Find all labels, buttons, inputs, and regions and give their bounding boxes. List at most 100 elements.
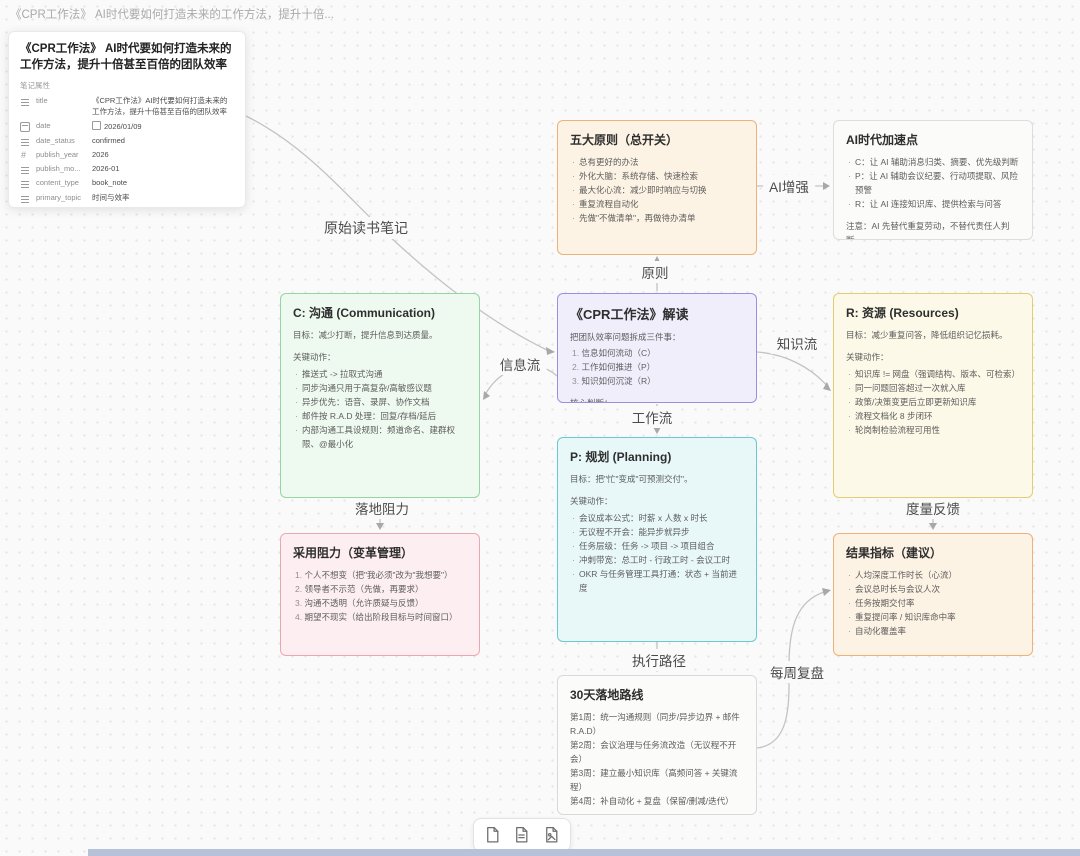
card-note: 注意：AI 先替代重复劳动，不替代责任人判断。 <box>846 221 1010 239</box>
list-item: 同一问题回答超过一次就入库 <box>846 381 1020 395</box>
list-item: 无议程不开会：能异步就异步 <box>570 525 744 539</box>
spacer <box>570 808 744 814</box>
list-item: 个人不想变（把"我必须"改为"我想要"） <box>304 570 453 580</box>
property-row-publish-month[interactable]: publish_mo... 2026-01 <box>20 163 234 177</box>
numbered-list: 个人不想变（把"我必须"改为"我想要"）领导者不示范（先做，再要求）沟通不透明（… <box>293 568 467 624</box>
property-row-primary-topic[interactable]: primary_topic 时间与效率 <box>20 191 234 205</box>
new-page-icon[interactable] <box>480 822 506 848</box>
calendar-icon <box>20 121 30 132</box>
list-item: 邮件按 R.A.D 处理：回复/存档/延后 <box>293 409 467 423</box>
list-item: 最大化心流：减少即时响应与切换 <box>570 183 744 197</box>
list-item: 先做"不做清单"，再做待办清单 <box>570 211 744 225</box>
list-item: 轮岗制检验流程可用性 <box>846 423 1020 437</box>
edge-label-work-flow: 工作流 <box>625 406 679 428</box>
actions-label: 关键动作： <box>846 352 889 363</box>
list-item: 异步优先：语音、录屏、协作文档 <box>293 395 467 409</box>
list-item: 自动化覆盖率 <box>846 624 1020 638</box>
list-item: 人均深度工作时长（心流） <box>846 568 1020 582</box>
card-adoption-resistance[interactable]: 采用阻力（变革管理） 个人不想变（把"我必须"改为"我想要"）领导者不示范（先做… <box>280 533 480 656</box>
actions-label: 关键动作： <box>293 352 336 363</box>
list-item: 任务按期交付率 <box>846 596 1020 610</box>
property-row-content-type[interactable]: content_type book_note <box>20 177 234 191</box>
card-five-principles[interactable]: 五大原则（总开关） 总有更好的办法外化大脑：系统存储、快速检索最大化心流：减少即… <box>557 120 757 255</box>
note-page-icon[interactable] <box>509 822 535 848</box>
text-lines-icon <box>20 165 30 175</box>
image-page-icon[interactable] <box>538 822 564 848</box>
card-title: 五大原则（总开关） <box>570 133 679 147</box>
list-item: P：让 AI 辅助会议纪要、行动项提取、风险预警 <box>846 169 1020 197</box>
property-row-topics[interactable]: topics 职场与事业 × 沟通与人际 × 思维与认知 × <box>20 205 234 208</box>
list-item: 总有更好的办法 <box>570 155 744 169</box>
list-item: 第3周：建立最小知识库（高频问答 + 关键流程） <box>570 768 738 793</box>
card-title: AI时代加速点 <box>846 133 919 147</box>
bullet-list: 人均深度工作时长（心流）会议总时长与会议人次任务按期交付率重复提问率 / 知识库… <box>846 568 1020 638</box>
list-item: 第4周：补自动化 + 复盘（保留/删减/迭代） <box>570 796 734 807</box>
card-goal: 目标：减少重复问答，降低组织记忆损耗。 <box>846 330 1008 340</box>
horizontal-scrollbar[interactable] <box>88 849 1080 856</box>
card-interpretation[interactable]: 《CPR工作法》解读 把团队效率问题拆成三件事： 信息如何流动（C）工作如何推进… <box>557 293 757 403</box>
card-ai-accelerators[interactable]: AI时代加速点 C：让 AI 辅助消息归类、摘要、优先级判断P：让 AI 辅助会… <box>833 120 1033 240</box>
property-row-publish-year[interactable]: publish_year 2026 <box>20 148 234 162</box>
arrowhead <box>546 347 555 355</box>
note-title: 《CPR工作法》 AI时代要如何打造未来的工作方法，提升十倍甚至百倍的团队效率 <box>20 43 232 72</box>
text-lines-icon <box>20 97 30 107</box>
list-item: OKR 与任务管理工具打通：状态 + 当前进度 <box>570 567 744 595</box>
bullet-list: C：让 AI 辅助消息归类、摘要、优先级判断P：让 AI 辅助会议纪要、行动项提… <box>846 155 1020 211</box>
card-goal: 目标：把"忙"变成"可预测交付"。 <box>570 474 693 484</box>
edge-knowledge-flow <box>756 351 829 388</box>
list-item: 重复提问率 / 知识库命中率 <box>846 610 1020 624</box>
card-result-metrics[interactable]: 结果指标（建议） 人均深度工作时长（心流）会议总时长与会议人次任务按期交付率重复… <box>833 533 1033 656</box>
edge-label-knowledge-flow: 知识流 <box>770 332 824 354</box>
list-item: 任务层级：任务 -> 项目 -> 项目组合 <box>570 539 744 553</box>
card-planning[interactable]: P: 规划 (Planning) 目标：把"忙"变成"可预测交付"。 关键动作：… <box>557 437 757 642</box>
property-row-title[interactable]: title 《CPR工作法》AI时代要如何打造未来的工作方法，提升十倍甚至百倍的… <box>20 94 234 119</box>
arrowhead <box>823 182 830 190</box>
edge-label-execution: 执行路径 <box>626 649 692 671</box>
edge-label-info-flow: 信息流 <box>493 353 547 375</box>
card-title: P: 规划 (Planning) <box>570 450 672 464</box>
edge-label-ai-boost: AI增强 <box>763 175 815 197</box>
edge-label-source-note: 原始读书笔记 <box>318 217 414 239</box>
property-row-date-status[interactable]: date_status confirmed <box>20 134 234 148</box>
arrowhead <box>929 523 937 530</box>
list-item: 知识如何沉淀（R） <box>581 376 656 387</box>
card-resources[interactable]: R: 资源 (Resources) 目标：减少重复问答，降低组织记忆损耗。 关键… <box>833 293 1033 498</box>
card-title: C: 沟通 (Communication) <box>293 306 435 320</box>
property-row-date[interactable]: date 2026/01/09 <box>20 119 234 134</box>
card-title: 30天落地路线 <box>570 688 644 702</box>
list-item: 会议成本公式：时薪 x 人数 x 时长 <box>570 511 744 525</box>
bullet-list: 知识库 != 网盘（强调结构、版本、可检索）同一问题回答超过一次就入库政策/决策… <box>846 367 1020 437</box>
card-communication[interactable]: C: 沟通 (Communication) 目标：减少打断，提升信息到达质量。 … <box>280 293 480 498</box>
calendar-icon <box>92 120 101 130</box>
list-item: 外化大脑：系统存储、快速检索 <box>570 169 744 183</box>
list-item: 重复流程自动化 <box>570 197 744 211</box>
list-item: 政策/决策变更后立即更新知识库 <box>846 395 1020 409</box>
bullet-list: 会议成本公式：时薪 x 人数 x 时长无议程不开会：能异步就异步任务层级：任务 … <box>570 511 744 595</box>
edge-label-weekly-review: 每周复盘 <box>764 661 830 683</box>
text-lines-icon <box>20 179 30 189</box>
list-item: R：让 AI 连接知识库、提供检索与问答 <box>846 197 1020 211</box>
list-item: 期望不现实（给出阶段目标与时间窗口） <box>304 612 458 623</box>
edge-label-adoption: 落地阻力 <box>349 497 415 519</box>
text-lines-icon <box>20 194 30 204</box>
list-item: 冲刺带宽：总工时 - 行政工时 - 会议工时 <box>570 553 744 567</box>
card-title: 《CPR工作法》解读 <box>570 307 689 322</box>
card-goal: 目标：减少打断，提升信息到达质量。 <box>293 330 438 340</box>
list-item: C：让 AI 辅助消息归类、摘要、优先级判断 <box>846 155 1020 169</box>
arrowhead <box>822 588 831 596</box>
page-title-breadcrumb: 《CPR工作法》 AI时代要如何打造未来的工作方法，提升十倍... <box>10 9 334 21</box>
actions-label: 关键动作： <box>570 496 613 507</box>
bottom-toolbar <box>473 818 571 852</box>
edge-label-measure: 度量反馈 <box>900 497 966 519</box>
card-title: 采用阻力（变革管理） <box>293 546 414 560</box>
numbered-list: 信息如何流动（C）工作如何推进（P）知识如何沉淀（R） <box>570 346 744 388</box>
note-properties-card[interactable]: 《CPR工作法》 AI时代要如何打造未来的工作方法，提升十倍甚至百倍的团队效率 … <box>8 31 246 208</box>
list-item: 第2周：会议治理与任务流改造（无议程不开会） <box>570 740 737 765</box>
card-30day-roadmap[interactable]: 30天落地路线 第1周：统一沟通规则（同步/异步边界 + 邮件R.A.D）第2周… <box>557 675 757 815</box>
week-list: 第1周：统一沟通规则（同步/异步边界 + 邮件R.A.D）第2周：会议治理与任务… <box>570 710 744 808</box>
list-item: 同步沟通只用于高复杂/高敏感议题 <box>293 381 467 395</box>
text-lines-icon <box>20 137 30 147</box>
bullet-list: 总有更好的办法外化大脑：系统存储、快速检索最大化心流：减少即时响应与切换重复流程… <box>570 155 744 225</box>
list-item: 知识库 != 网盘（强调结构、版本、可检索） <box>846 367 1020 381</box>
